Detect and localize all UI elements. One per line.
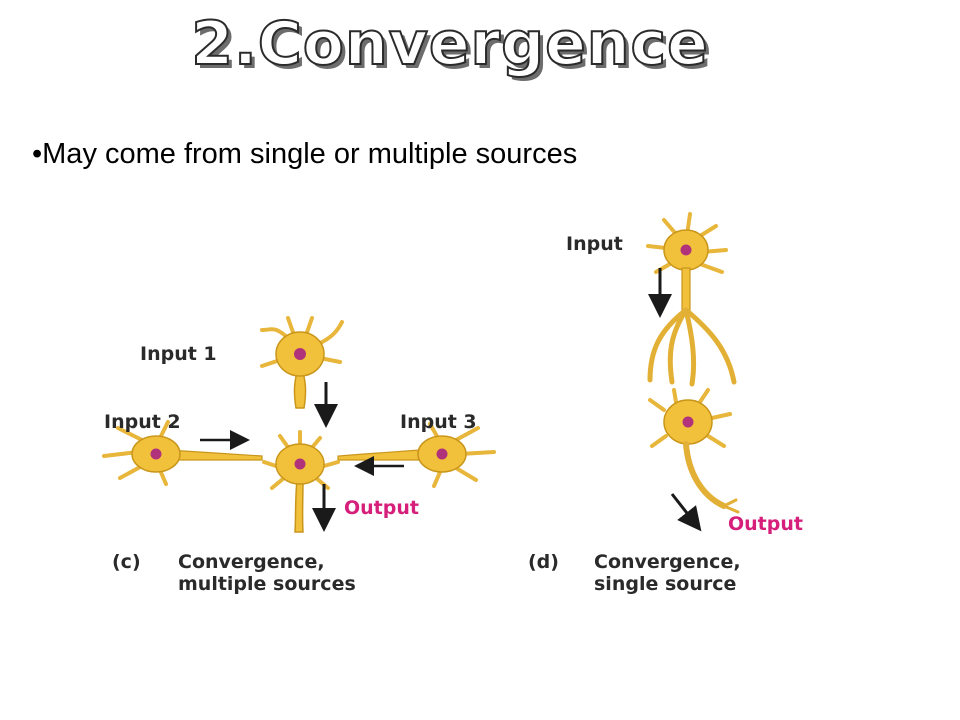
nucleus-icon xyxy=(294,348,306,360)
caption-d-line2: single source xyxy=(594,573,736,595)
panel-d-single-source: Input Output (d) Convergence, single sou… xyxy=(528,212,803,595)
neuron-input-3 xyxy=(337,422,496,488)
caption-d-line1: Convergence, xyxy=(594,551,741,573)
caption-c-line2: multiple sources xyxy=(178,573,356,595)
slide-title: 2.Convergence xyxy=(190,8,709,80)
nucleus-icon xyxy=(294,458,306,470)
label-input-2: Input 2 xyxy=(104,411,181,433)
label-input-d: Input xyxy=(566,233,623,255)
neuron-input-d xyxy=(646,212,737,387)
nucleus-icon xyxy=(150,448,162,460)
arrow-down-right-icon xyxy=(670,493,702,532)
caption-c-line1: Convergence, xyxy=(178,551,325,573)
bullet-point: •May come from single or multiple source… xyxy=(32,138,578,170)
panel-c-multiple-sources: Input 1 Input 2 Input 3 Output (c) Conve… xyxy=(102,316,496,595)
nucleus-icon xyxy=(436,448,448,460)
label-output-d: Output xyxy=(728,513,803,535)
label-output-c: Output xyxy=(344,497,419,519)
nucleus-icon xyxy=(680,244,692,256)
neuron-output-c xyxy=(262,430,340,533)
label-input-1: Input 1 xyxy=(140,343,217,365)
neuron-input-2 xyxy=(102,420,263,486)
label-input-3: Input 3 xyxy=(400,411,477,433)
neuron-output-d xyxy=(648,388,740,514)
caption-letter-c: (c) xyxy=(112,551,141,573)
neuron-input-1 xyxy=(260,316,344,409)
nucleus-icon xyxy=(682,416,694,428)
caption-letter-d: (d) xyxy=(528,551,559,573)
